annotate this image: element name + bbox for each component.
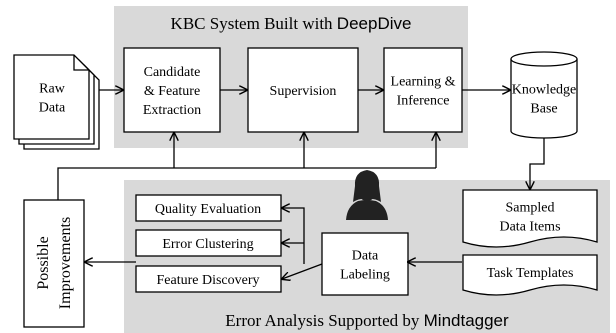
task-templates-label-line-1: Task Templates xyxy=(487,266,574,281)
feature-discovery-label-line-1: Feature Discovery xyxy=(156,273,259,288)
supervision-label: Supervision xyxy=(270,84,337,99)
sampled-label-line-2: Data Items xyxy=(499,220,560,235)
raw-data-documents xyxy=(13,54,100,150)
knowledge-base-cylinder xyxy=(510,51,578,139)
candidate-box xyxy=(123,47,221,133)
raw-data-label-line-2: Data xyxy=(39,101,66,116)
person-silhouette-icon xyxy=(346,170,388,220)
connectors xyxy=(57,90,545,279)
knowledge-base-label-line-2: Base xyxy=(530,102,557,117)
raw-data-label-line-1: Raw xyxy=(39,82,66,97)
learning-box xyxy=(383,47,463,133)
candidate-label-line-1: Candidate xyxy=(144,65,201,80)
sampled-label-line-1: Sampled xyxy=(506,201,555,216)
candidate-label-line-3: Extraction xyxy=(143,103,201,118)
data-labeling-label-line-1: Data xyxy=(352,249,379,264)
top-panel-title: KBC System Built with DeepDive xyxy=(171,14,412,33)
learning-label-line-2: Inference xyxy=(397,94,450,109)
error-clustering-label-line-1: Error Clustering xyxy=(162,237,253,252)
data-labeling-box xyxy=(321,232,409,296)
quality-evaluation-box xyxy=(135,194,282,222)
possible-improvements-label-line-1: Possible xyxy=(35,236,52,289)
candidate-label-line-2: & Feature xyxy=(144,84,200,99)
learning-label: Learning & Inference xyxy=(391,75,456,109)
quality-evaluation-label-line-1: Quality Evaluation xyxy=(155,202,261,217)
possible-improvements-label: Possible Improvements xyxy=(35,217,74,309)
possible-improvements-box xyxy=(23,199,85,328)
feature-discovery-label: Feature Discovery xyxy=(156,273,259,288)
knowledge-base-label-line-1: Knowledge xyxy=(512,83,577,98)
data-labeling-label-line-2: Labeling xyxy=(340,268,390,283)
bottom-panel-title: Error Analysis Supported by Mindtagger xyxy=(225,311,509,330)
quality-evaluation-label: Quality Evaluation xyxy=(155,202,261,217)
error-clustering-label: Error Clustering xyxy=(162,237,253,252)
task-templates-label: Task Templates xyxy=(487,266,574,281)
supervision-label-line-1: Supervision xyxy=(270,84,337,99)
error-clustering-box xyxy=(135,229,282,257)
task-templates-box xyxy=(462,254,598,296)
learning-label-line-1: Learning & xyxy=(391,75,456,90)
sampled-box xyxy=(462,189,598,248)
possible-improvements-label-line-2: Improvements xyxy=(57,217,74,309)
